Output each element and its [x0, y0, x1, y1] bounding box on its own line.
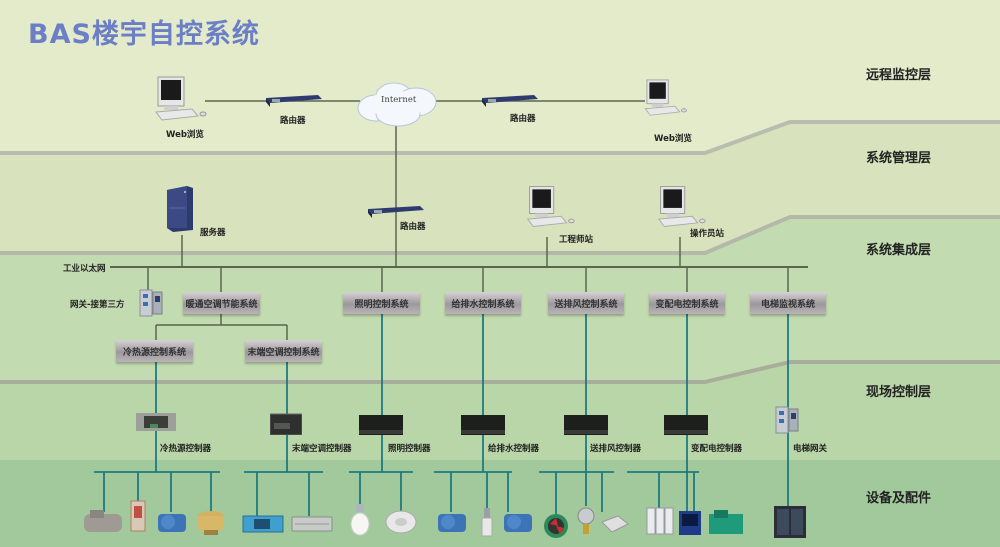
- generator-icon: [709, 510, 743, 534]
- controller-label-ventilation: 送排风控制器: [590, 444, 642, 454]
- web-browser-label-right: Web浏览: [654, 134, 692, 144]
- gas-detector-icon: [577, 507, 595, 534]
- internet-label: Internet: [381, 95, 417, 105]
- chiller-icon: [84, 510, 122, 532]
- system-water-supply-drainage[interactable]: 给排水控制系统: [445, 292, 521, 314]
- subsystem-terminal-ac[interactable]: 末端空调控制系统: [245, 340, 322, 362]
- controller-label-terminal-ac: 末端空调控制器: [292, 444, 352, 454]
- water-pump-icon: [504, 514, 532, 532]
- gateway-icon-elevator[interactable]: [772, 405, 804, 435]
- controller-label-lighting: 照明控制器: [388, 444, 431, 454]
- boiler-icon: [130, 500, 146, 532]
- web-browser-label-left: Web浏览: [166, 130, 204, 140]
- server-label: 服务器: [200, 228, 226, 238]
- air-sensor-icon: [601, 515, 629, 533]
- water-pump-icon: [438, 514, 466, 532]
- system-lighting-control[interactable]: 照明控制系统: [343, 292, 420, 314]
- router-icon-remote-right: [482, 95, 538, 107]
- axial-fan-icon: [544, 514, 568, 538]
- engineer-station-computer-icon[interactable]: [524, 184, 576, 230]
- industrial-ethernet-label: 工业以太网: [63, 264, 106, 274]
- operator-station-computer-icon[interactable]: [655, 184, 707, 230]
- divider-management-integration: [0, 215, 1000, 255]
- web-browser-computer-icon-right[interactable]: [642, 78, 688, 118]
- system-ventilation-control[interactable]: 送排风控制系统: [548, 292, 624, 314]
- controller-icon-water[interactable]: [461, 413, 505, 437]
- controller-icon-ventilation[interactable]: [564, 413, 608, 437]
- cooling-tower-icon: [198, 511, 224, 535]
- circuit-breaker-icon: [646, 507, 674, 535]
- router-label-remote-right: 路由器: [510, 114, 536, 124]
- controller-label-elevator-gateway: 电梯网关: [793, 444, 828, 454]
- controller-label-chiller: 冷热源控制器: [160, 444, 212, 454]
- layer-label-equipment: 设备及配件: [866, 491, 932, 506]
- layer-label-field: 现场控制层: [866, 385, 932, 400]
- layer-label-management: 系统管理层: [866, 151, 932, 166]
- level-sensor-icon: [481, 508, 493, 537]
- gateway-icon-third-party[interactable]: [136, 288, 168, 318]
- controller-icon-lighting[interactable]: [359, 413, 403, 437]
- operator-station-label: 操作员站: [690, 229, 725, 239]
- air-handling-unit-icon: [242, 515, 284, 533]
- router-label-management: 路由器: [400, 222, 426, 232]
- fan-coil-unit-icon: [291, 516, 333, 532]
- controller-label-power: 变配电控制器: [691, 444, 743, 454]
- elevator-icon: [774, 506, 806, 538]
- layer-label-integration: 系统集成层: [866, 243, 932, 258]
- system-hvac-energy-saving[interactable]: 暖通空调节能系统: [183, 292, 260, 314]
- subsystem-chiller-heat-source[interactable]: 冷热源控制系统: [116, 340, 193, 362]
- divider-remote-management: [0, 120, 1000, 155]
- controller-icon-terminal-ac[interactable]: [270, 413, 302, 435]
- controller-label-water: 给排水控制器: [488, 444, 540, 454]
- system-elevator-monitoring[interactable]: 电梯监视系统: [750, 292, 826, 314]
- router-icon-remote-left: [266, 95, 322, 107]
- engineer-station-label: 工程师站: [559, 235, 594, 245]
- layer-label-remote: 远程监控层: [866, 68, 932, 83]
- controller-icon-chiller[interactable]: [136, 411, 176, 433]
- controller-icon-power[interactable]: [664, 413, 708, 437]
- gateway-third-party-label: 网关-接第三方: [70, 300, 125, 310]
- divider-integration-field: [0, 360, 1000, 384]
- web-browser-computer-icon-left[interactable]: [152, 76, 208, 122]
- router-label-remote-left: 路由器: [280, 116, 306, 126]
- server-icon[interactable]: [163, 186, 195, 232]
- light-bulb-icon: [350, 504, 370, 536]
- power-meter-icon: [679, 511, 701, 535]
- ceiling-lamp-icon: [385, 510, 417, 534]
- internet-cloud-icon: [357, 82, 437, 127]
- system-power-distribution[interactable]: 变配电控制系统: [649, 292, 725, 314]
- page-title: BAS楼宇自控系统: [28, 19, 260, 50]
- water-pump-icon: [158, 514, 186, 532]
- router-icon-management: [368, 206, 424, 218]
